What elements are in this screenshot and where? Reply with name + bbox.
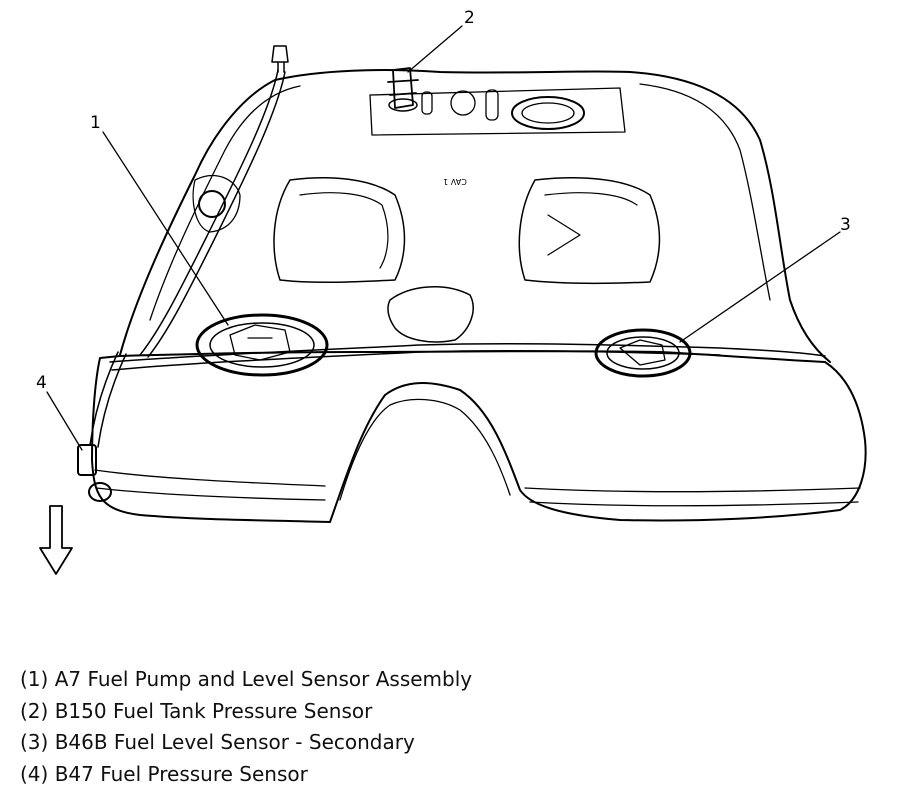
tank-upper-outline [119, 69, 831, 363]
callout-3-label: 3 [840, 215, 851, 235]
legend-item: (1) A7 Fuel Pump and Level Sensor Assemb… [20, 667, 473, 691]
secondary-level-sensor-inner [606, 336, 680, 370]
front-direction-arrow [39, 505, 73, 575]
vent-cap [271, 45, 289, 73]
fuel-line-left-drop [89, 351, 119, 446]
callout-4-leader [46, 391, 83, 451]
fuel-tank-diagram: CAV 1 1 2 3 4 [36, 8, 867, 575]
secondary-level-sensor-detail [619, 339, 666, 366]
tank-stamp: CAV 1 [443, 177, 467, 186]
tank-lower-seam [94, 469, 861, 493]
secondary-level-sensor-ring [594, 328, 692, 378]
fuel-pressure-sensor [77, 444, 97, 476]
fuel-pressure-sensor-base [88, 482, 112, 502]
left-filler-boss [192, 175, 241, 233]
callout-2-leader [407, 25, 463, 73]
fuel-line [109, 343, 826, 363]
fuel-pump-module-inner [209, 322, 315, 368]
left-filler-hole [198, 190, 226, 218]
component-legend: (1) A7 Fuel Pump and Level Sensor Assemb… [20, 664, 472, 790]
top-slot [485, 89, 499, 121]
vent-line-2 [147, 71, 286, 358]
callout-3-leader [679, 231, 841, 343]
fuel-pump-module-detail [229, 324, 291, 361]
center-dome [387, 286, 474, 343]
tank-upper-right-edge [639, 83, 771, 301]
top-port [450, 90, 476, 116]
fuel-line-left-drop-2 [97, 353, 127, 448]
left-recess-inner [299, 192, 389, 269]
right-recess [518, 177, 661, 285]
vent-line [139, 69, 279, 356]
tank-pressure-sensor-base [388, 98, 418, 112]
legend-item: (4) B47 Fuel Pressure Sensor [20, 761, 308, 786]
callout-4-label: 4 [36, 373, 47, 393]
left-recess [273, 177, 406, 284]
tank-pressure-sensor [387, 67, 419, 109]
callout-1-label: 1 [90, 113, 101, 133]
top-service-ring [511, 96, 585, 130]
top-slot-2 [421, 91, 433, 115]
top-plate [369, 87, 626, 136]
top-service-ring-inner [521, 102, 575, 124]
callout-2-label: 2 [464, 8, 475, 28]
tank-lower-seam-2 [95, 487, 859, 507]
callout-1-leader [102, 131, 229, 326]
fuel-pump-module-ring [195, 313, 329, 377]
legend-item: (2) B150 Fuel Tank Pressure Sensor [20, 698, 373, 723]
right-recess-inner [544, 192, 638, 256]
legend-item: (3) B46B Fuel Level Sensor - Secondary [20, 730, 415, 754]
tank-saddle-inner [339, 398, 511, 501]
